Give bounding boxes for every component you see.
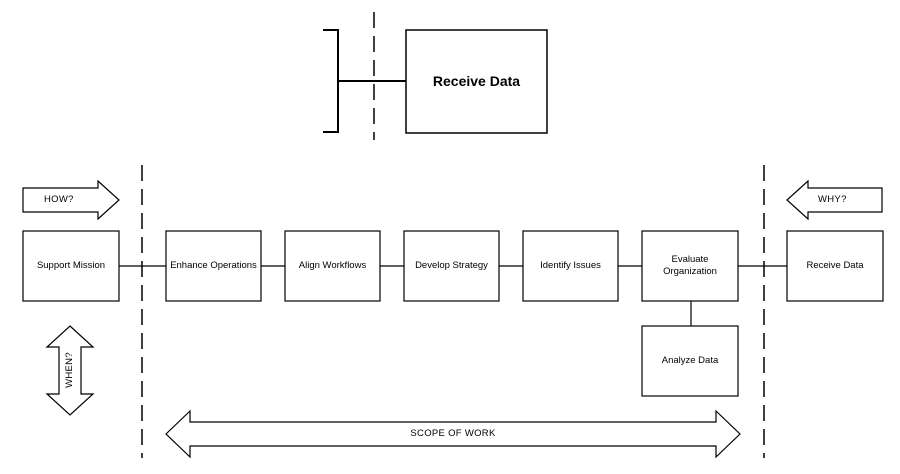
function-label-receive-data: Receive Data: [806, 260, 864, 272]
function-box-develop-strategy: [403, 230, 500, 302]
function-label-support-mission: Support Mission: [36, 260, 106, 272]
legend-function-box: [405, 29, 548, 134]
critical-path-connectors: [119, 265, 787, 326]
legend-bracket: [323, 29, 406, 133]
scope-of-work-arrow: [165, 409, 741, 459]
function-label-evaluate-organization: Evaluate Organization: [663, 254, 717, 277]
how-arrow: [22, 179, 120, 221]
function-label-develop-strategy: Develop Strategy: [415, 260, 488, 272]
function-box-support-mission: [22, 230, 120, 302]
function-label-align-workflows: Align Workflows: [298, 260, 367, 272]
function-box-analyze-data: [641, 325, 739, 397]
function-box-enhance-operations: [165, 230, 262, 302]
function-box-receive-data: [786, 230, 884, 302]
legend-function-label: Receive Data: [432, 72, 521, 89]
when-arrow-label: WHEN?: [64, 352, 75, 388]
why-arrow: [786, 179, 883, 221]
scope-of-work-label: SCOPE OF WORK: [410, 428, 496, 439]
function-label-analyze-data: Analyze Data: [661, 355, 719, 367]
function-box-evaluate-organization: [641, 230, 739, 302]
function-box-identify-issues: [522, 230, 619, 302]
function-label-enhance-operations: Enhance Operations: [170, 260, 257, 272]
when-arrow: [45, 325, 95, 416]
why-arrow-label: WHY?: [818, 194, 847, 205]
how-arrow-label: HOW?: [44, 194, 74, 205]
function-box-align-workflows: [284, 230, 381, 302]
function-label-identify-issues: Identify Issues: [540, 260, 601, 272]
